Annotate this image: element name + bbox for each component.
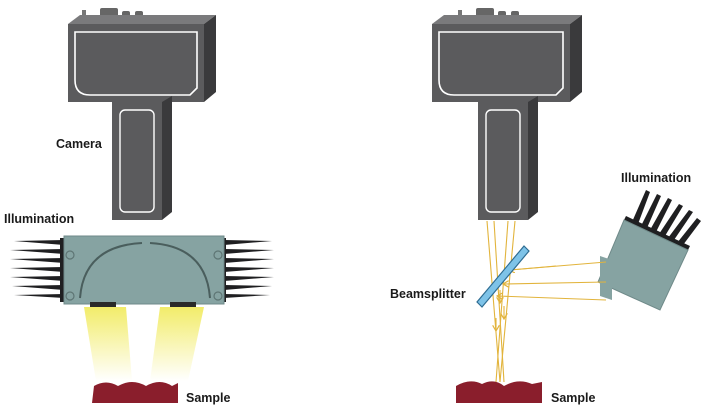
- dome-arc-left: [79, 242, 143, 299]
- label-left-camera: Camera: [56, 137, 103, 151]
- camera-body: [68, 24, 204, 102]
- label-left-illumination: Illumination: [4, 212, 74, 226]
- right-fins: [220, 238, 274, 302]
- left-fins: [10, 238, 66, 302]
- screw: [213, 291, 223, 301]
- right-sample: [456, 381, 542, 403]
- label-left-sample: Sample: [186, 391, 231, 405]
- led-right: [170, 302, 196, 307]
- label-beamsplitter: Beamsplitter: [390, 287, 466, 301]
- left-setup: [10, 8, 274, 403]
- left-illuminator: [10, 235, 274, 307]
- right-illuminator: [597, 190, 701, 311]
- screw: [213, 250, 223, 260]
- right-setup: [432, 8, 701, 403]
- camera-body: [432, 24, 570, 102]
- camera-side: [204, 15, 216, 102]
- camera-handle-outline: [485, 109, 521, 213]
- led-left: [90, 302, 116, 307]
- left-camera: [68, 8, 216, 220]
- dome-arc-right: [149, 242, 211, 299]
- camera-knob: [82, 10, 86, 19]
- camera-outline: [438, 31, 564, 96]
- screw: [65, 291, 75, 301]
- illuminator-lip: [600, 256, 612, 300]
- camera-handle-side: [528, 96, 538, 220]
- camera-knob: [458, 10, 462, 19]
- light-beam-right: [150, 307, 204, 381]
- label-right-illumination: Illumination: [621, 171, 691, 185]
- screw: [65, 250, 75, 260]
- camera-top: [68, 15, 216, 24]
- camera-top: [432, 15, 582, 24]
- beamsplitter: [476, 245, 530, 308]
- camera-handle-side: [162, 96, 172, 220]
- camera-outline: [74, 31, 198, 96]
- illuminator-housing: [63, 235, 225, 305]
- label-right-sample: Sample: [551, 391, 596, 405]
- light-rays: [486, 220, 607, 383]
- camera-handle-outline: [119, 109, 155, 213]
- right-camera: [432, 8, 582, 220]
- light-beam-left: [84, 307, 132, 381]
- camera-side: [570, 15, 582, 102]
- left-sample: [92, 382, 178, 403]
- angled-fins: [624, 190, 701, 250]
